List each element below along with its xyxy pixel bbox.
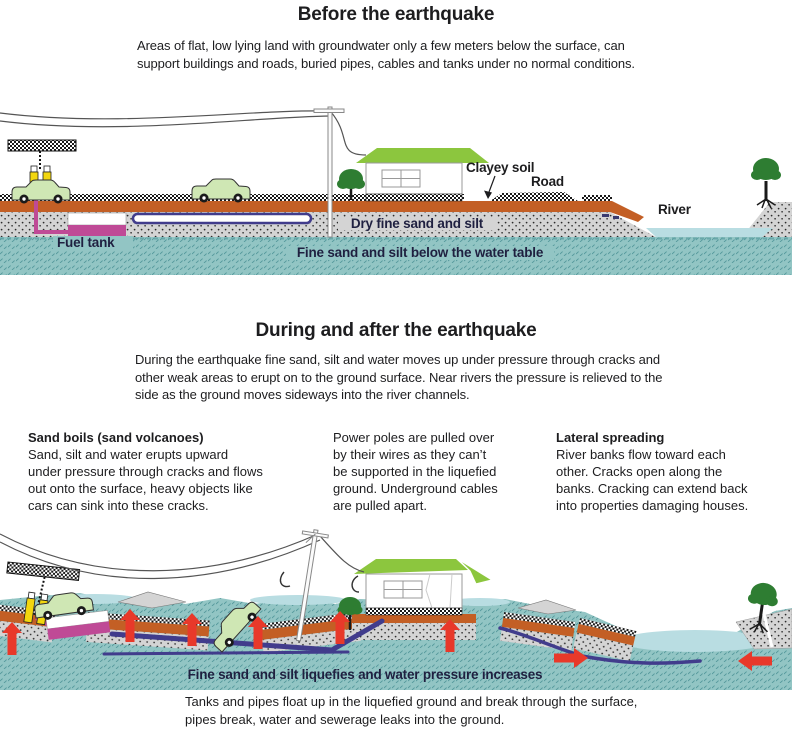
fuel-tank-label: Fuel tank <box>57 235 115 250</box>
bank-crack <box>762 613 774 648</box>
pressure-arrows <box>2 609 460 655</box>
sand-boils-body: Sand, silt and water erupts upward under… <box>28 447 263 513</box>
snapped-wire-curl <box>279 571 291 588</box>
after-diagram: Fine sand and silt liquefies and water p… <box>0 529 792 690</box>
snapped-wire-curl <box>351 575 360 593</box>
surface-water-pool <box>250 595 346 605</box>
power-poles-body: Power poles are pulled over by their wir… <box>333 430 498 513</box>
power-poles-column: Power poles are pulled over by their wir… <box>333 429 565 514</box>
clayey-soil-pointer <box>488 175 496 193</box>
before-intro-text: Areas of flat, low lying land with groun… <box>137 38 635 71</box>
window-mullions <box>384 581 422 598</box>
broken-pipe <box>109 618 385 653</box>
tree-icon <box>337 169 365 200</box>
buried-cable <box>602 214 609 217</box>
power-pole <box>327 106 333 238</box>
label-bg <box>286 246 554 260</box>
sand-boil-mound <box>517 599 577 615</box>
up-arrow-icon <box>120 609 140 642</box>
river-water <box>646 228 773 237</box>
up-arrow-icon <box>330 611 350 644</box>
up-arrow-icon <box>182 613 202 646</box>
sand-boil-mound <box>117 591 187 609</box>
river-water <box>620 630 770 652</box>
footer-caption: Tanks and pipes float up in the liquefie… <box>185 694 638 727</box>
tilted-power-pole <box>295 529 329 642</box>
surface-water-pool <box>450 598 510 606</box>
fuel-pump-top <box>30 165 38 173</box>
sagging-power-line <box>0 539 321 580</box>
before-title: Before the earthquake <box>297 4 495 25</box>
fuel-tank-graphic <box>68 225 126 237</box>
up-arrow-icon <box>248 616 268 649</box>
after-intro-text: During the earthquake fine sand, silt an… <box>135 352 663 402</box>
pointer-arrowhead-icon <box>484 190 492 199</box>
broken-road-slab <box>573 618 637 662</box>
gas-station-canopy <box>7 139 77 152</box>
window-mullions <box>382 170 420 187</box>
broken-roof-piece <box>457 558 494 585</box>
sand-boils-column: Sand boils (sand volcanoes) Sand, silt a… <box>28 429 330 514</box>
tilted-tree-icon <box>747 582 778 634</box>
pole-crossarm <box>313 108 345 113</box>
cracked-house-roof <box>354 559 468 574</box>
pipe-leak-spray <box>102 650 350 656</box>
service-wire <box>330 111 367 156</box>
label-bg <box>338 217 496 230</box>
fuel-tank-top <box>67 212 127 226</box>
sand-boils-heading: Sand boils (sand volcanoes) <box>28 430 204 445</box>
buried-pipe <box>131 212 313 225</box>
car-icon <box>11 179 71 204</box>
liquefied-layer <box>0 593 792 690</box>
fuel-pipe <box>34 199 68 234</box>
before-diagram: Fuel tank Dry fine sand and silt Fine sa… <box>0 106 792 275</box>
label-bg <box>53 236 133 249</box>
up-arrow-icon <box>2 622 22 655</box>
fuel-pump-top <box>43 165 51 173</box>
wall-cracks <box>425 573 453 609</box>
house-roof <box>356 148 489 163</box>
buried-cable <box>613 216 619 219</box>
liquefies-label: Fine sand and silt liquefies and water p… <box>188 667 543 682</box>
road-label: Road <box>531 174 564 189</box>
lateral-arrow-right-icon <box>554 648 588 668</box>
car-icon <box>191 178 251 203</box>
tilted-gas-station-canopy <box>6 561 81 608</box>
house-foundation <box>365 607 463 616</box>
floating-fuel-tank <box>45 610 111 640</box>
power-line <box>0 110 331 120</box>
tree-icon <box>337 597 363 630</box>
clayey-soil-label: Clayey soil <box>466 160 534 175</box>
service-wire <box>319 535 365 573</box>
after-title: During and after the earthquake <box>255 320 537 341</box>
clayey-soil-bank <box>610 201 644 222</box>
lateral-spreading-column: Lateral spreading River banks flow towar… <box>556 429 792 514</box>
power-line <box>0 115 331 128</box>
dry-sand-label: Dry fine sand and silt <box>351 216 484 231</box>
road-patch <box>582 195 612 201</box>
lateral-arrow-left-icon <box>738 651 772 671</box>
river-label: River <box>658 202 692 217</box>
water-table-label: Fine sand and silt below the water table <box>297 245 544 260</box>
up-arrow-icon <box>440 619 460 652</box>
sagging-power-line <box>0 533 319 572</box>
tree-icon <box>751 158 781 209</box>
lateral-spreading-heading: Lateral spreading <box>556 430 665 445</box>
house-foundation <box>365 193 463 202</box>
clayey-soil-layer <box>0 201 610 212</box>
lateral-spreading-body: River banks flow toward each other. Crac… <box>556 447 749 513</box>
road-hump <box>490 192 578 201</box>
